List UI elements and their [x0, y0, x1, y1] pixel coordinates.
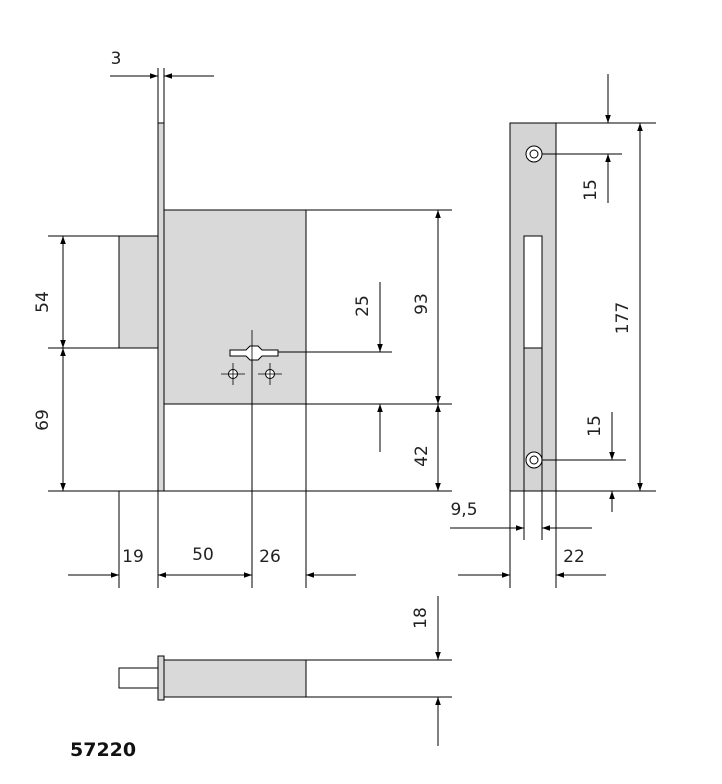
dim-follower-offset: 25 [353, 295, 373, 317]
dim-case-height: 93 [412, 293, 432, 315]
dim-faceplate-thickness: 3 [111, 49, 122, 69]
follower-hole-left [221, 363, 245, 385]
strike-slot-upper [523, 235, 543, 349]
strike-slot-lower [523, 347, 543, 492]
dim-strike-slot-offset: 9,5 [450, 500, 477, 520]
dim-backset: 50 [192, 545, 214, 565]
bolt-tip [118, 667, 159, 689]
strike-screw-hole-top [525, 145, 543, 163]
bolt-case [163, 659, 307, 698]
dim-bolt-projection: 19 [122, 547, 144, 567]
dim-key-offset: 26 [259, 547, 281, 567]
bolt-faceplate [157, 655, 165, 701]
dim-lower-height: 69 [33, 409, 53, 431]
dim-bolt-thickness: 18 [411, 607, 431, 629]
model-number: 57220 [70, 739, 136, 761]
latch-bolt [118, 235, 159, 349]
faceplate [157, 122, 165, 492]
dim-lower-case: 42 [412, 445, 432, 467]
strike-plate-view [509, 122, 557, 492]
dim-strike-width: 22 [563, 547, 585, 567]
bolt-side-view [118, 655, 307, 701]
dim-strike-top: 15 [581, 179, 601, 201]
dim-strike-bottom: 15 [585, 415, 605, 437]
follower-hole-right [258, 363, 282, 385]
lock-body-view [118, 122, 307, 492]
dim-bolt-height: 54 [33, 291, 53, 313]
keyhole [229, 345, 279, 361]
dim-strike-length: 177 [613, 302, 633, 334]
strike-screw-hole-bottom [525, 451, 543, 469]
